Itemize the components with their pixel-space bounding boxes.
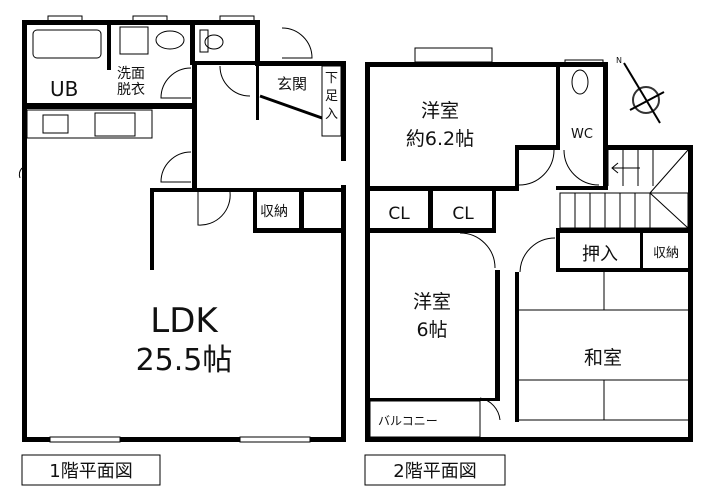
floor2-plan: N 洋室 約6.2帖 WC CL CL 洋室 6帖 押入 収納 和室 バルコニー… [364,47,693,486]
room-wc: WC [571,127,593,142]
room-oshiire: 押入 [582,244,618,265]
north-label: N [616,56,622,65]
room-entrance: 玄関 [277,75,307,93]
stairs [559,149,689,229]
stove-icon [42,114,69,134]
room-western1: 洋室 [421,100,459,122]
room-closet1: CL [388,204,410,224]
room-washroom: 洗面 [117,66,145,82]
door[interactable] [459,232,496,269]
room-washroom-2: 脱衣 [117,82,145,98]
door[interactable] [519,237,556,273]
wc-door[interactable] [563,149,600,186]
room-western2-size: 6帖 [416,319,447,341]
room-western1-size: 約6.2帖 [406,128,474,150]
door[interactable] [160,67,192,99]
room-storage: 収納 [260,204,288,220]
shoe-storage-3: 入 [325,107,338,122]
shoe-storage-2: 足 [325,89,338,104]
north-arrow-icon: N [616,56,665,124]
floor1-plan: UB 洗面 脱衣 玄関 下 足 入 収納 LDK 25.5帖 1階平面図 [18,15,346,486]
room-ldk-size: 25.5帖 [136,343,233,378]
entrance-door[interactable] [281,27,313,59]
shoe-storage-1: 下 [325,71,338,86]
room-western2: 洋室 [413,291,451,313]
floor1-caption: 1階平面図 [49,461,132,482]
room-storage-2f: 収納 [653,246,679,261]
balcony-door[interactable] [479,397,501,421]
floor2-caption: 2階平面図 [393,461,476,482]
room-washitsu: 和室 [584,347,622,369]
room-ldk: LDK [150,301,219,341]
door[interactable] [518,149,555,186]
door[interactable] [219,65,251,97]
room-ub: UB [50,77,78,101]
door[interactable] [197,191,231,226]
door[interactable] [160,151,192,183]
room-closet2: CL [452,204,474,224]
room-balcony: バルコニー [378,414,438,428]
